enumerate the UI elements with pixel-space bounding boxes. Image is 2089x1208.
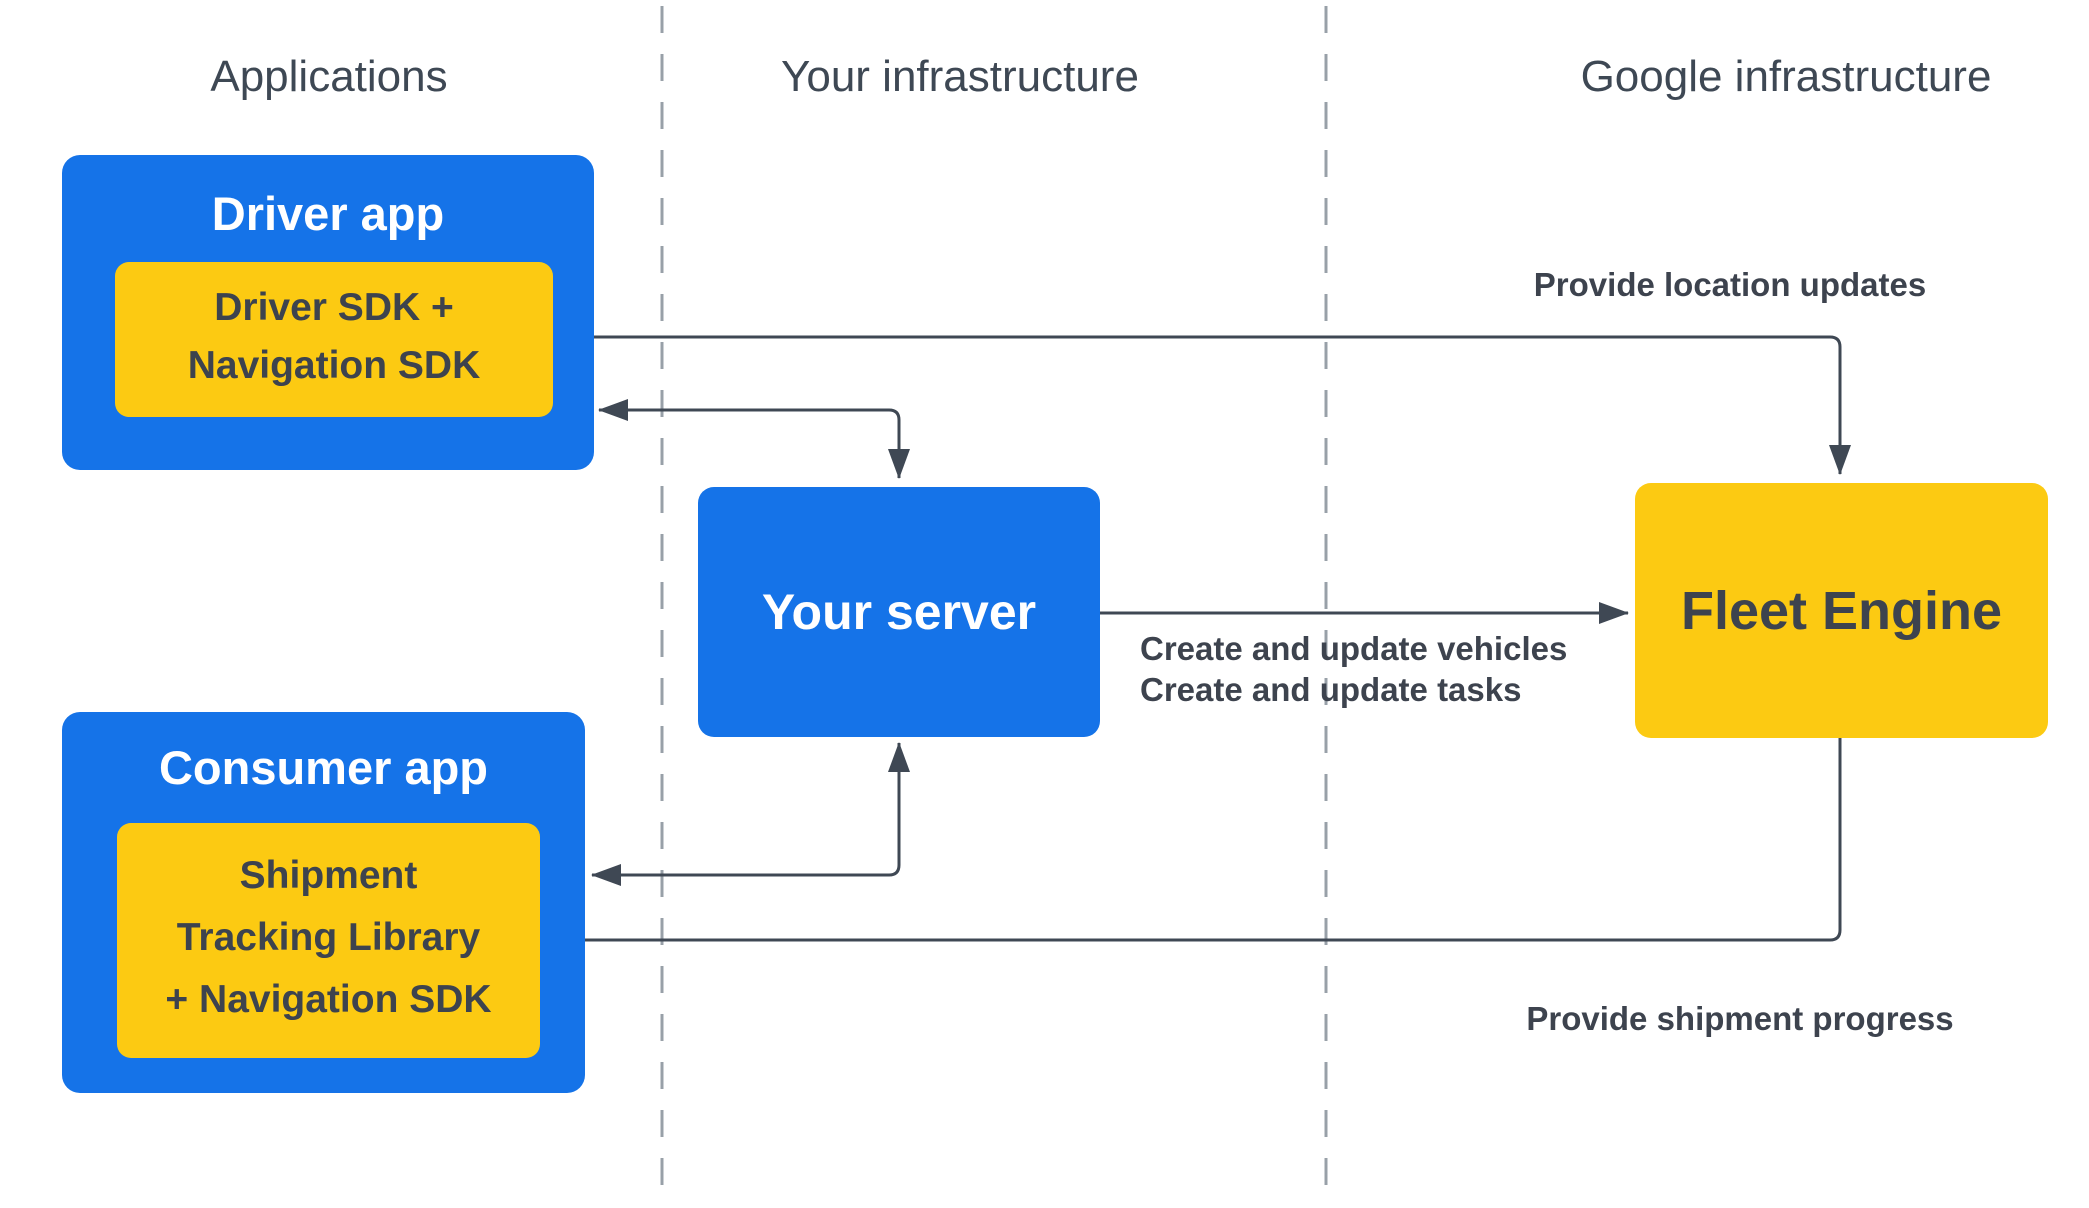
driver-sdk-label-line1: Driver SDK + (214, 286, 454, 329)
arrow-shipment-progress (546, 738, 1842, 951)
label-provide-location-updates: Provide location updates (1533, 266, 1927, 303)
arrow-driver-server (598, 399, 910, 479)
shipment-tracking-box: Shipment Tracking Library + Navigation S… (117, 823, 540, 1058)
label-create-update: Create and update vehicles Create and up… (1140, 628, 1567, 710)
column-header-google-infrastructure: Google infrastructure (1580, 52, 1992, 101)
driver-sdk-box: Driver SDK + Navigation SDK (115, 262, 553, 417)
driver-sdk-label-line2: Navigation SDK (187, 344, 481, 387)
column-header-applications: Applications (210, 52, 448, 101)
label-create-update-tasks: Create and update tasks (1140, 671, 1522, 708)
fleet-engine-title: Fleet Engine (1680, 580, 2003, 641)
your-server-box: Your server (698, 487, 1100, 737)
shipment-tracking-label-line3: + Navigation SDK (165, 978, 492, 1021)
column-header-your-infrastructure: Your infrastructure (781, 52, 1139, 101)
arrow-server-consumer (591, 742, 910, 886)
shipment-tracking-label-line1: Shipment (239, 854, 418, 897)
consumer-app-title: Consumer app (158, 741, 489, 794)
label-create-update-vehicles: Create and update vehicles (1140, 630, 1568, 667)
driver-app-title: Driver app (211, 187, 445, 240)
label-provide-shipment-progress: Provide shipment progress (1526, 1000, 1954, 1037)
arrow-location-updates (557, 326, 1851, 475)
shipment-tracking-label-line2: Tracking Library (176, 916, 481, 959)
fleet-engine-box: Fleet Engine (1635, 483, 2048, 738)
your-server-title: Your server (761, 584, 1037, 640)
